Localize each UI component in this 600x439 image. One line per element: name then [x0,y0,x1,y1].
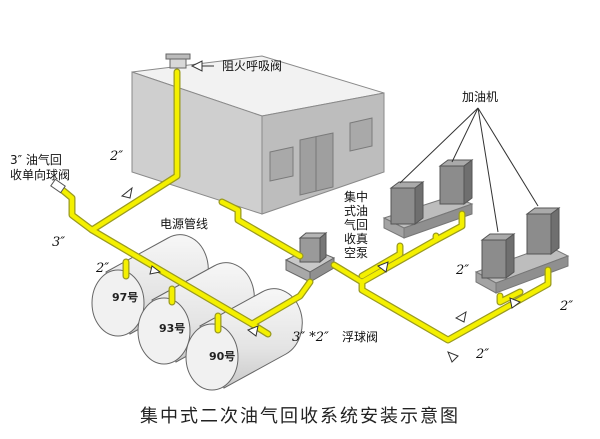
dispenser-callout-lines [399,107,539,233]
power-conduit-label: 电源管线 [160,217,209,231]
float-valve-size: 3″ *2″ [292,330,329,345]
arrow-dispenser-left [376,261,389,273]
check-valve-label-line1: 3″ 油气回 [10,153,62,167]
flow-arrows [120,60,522,363]
pipe-network [56,68,552,344]
building-window-right [349,117,373,152]
pipe-size-dispenser-left: 2″ [456,263,470,278]
pipe-size-left-main: 3″ [52,235,66,250]
breather-valve-label: 阻火呼吸阀 [222,59,283,73]
pipe-size-tank-drop: 2″ [96,261,110,276]
pipe-size-dispenser-right: 2″ [560,299,574,314]
float-valve-label: 浮球阀 [342,330,379,344]
pipe-size-upper-left: 2″ [110,149,124,164]
vacuum-pump [284,231,336,283]
diagram-caption: 集中式二次油气回收系统安装示意图 [140,406,460,427]
vacuum-pump-label: 集中式油气回收真空泵 [344,190,369,260]
check-valve-label-line2: 收单向球阀 [10,168,71,182]
tank-97-label: 97号 [112,291,139,304]
check-valve [50,178,66,194]
arrow-upper-left [120,186,133,199]
dispenser-label: 加油机 [462,90,499,104]
arrow-bottom [447,351,459,363]
arrow-float-valve [246,325,259,337]
breather-valve [165,53,191,69]
dispenser-left [382,159,474,239]
arrow-dispenser-right [509,297,522,309]
station-building [131,55,385,215]
arrow-bottom-left [454,310,467,323]
arrow-tank-drop [149,265,162,275]
tank-93-label: 93号 [159,322,186,335]
building-window [269,146,294,182]
pipe-size-bottom: 2″ [476,347,490,362]
tank-90-label: 90号 [209,350,236,363]
tank-93 [137,262,255,365]
dispenser-right [474,207,570,294]
